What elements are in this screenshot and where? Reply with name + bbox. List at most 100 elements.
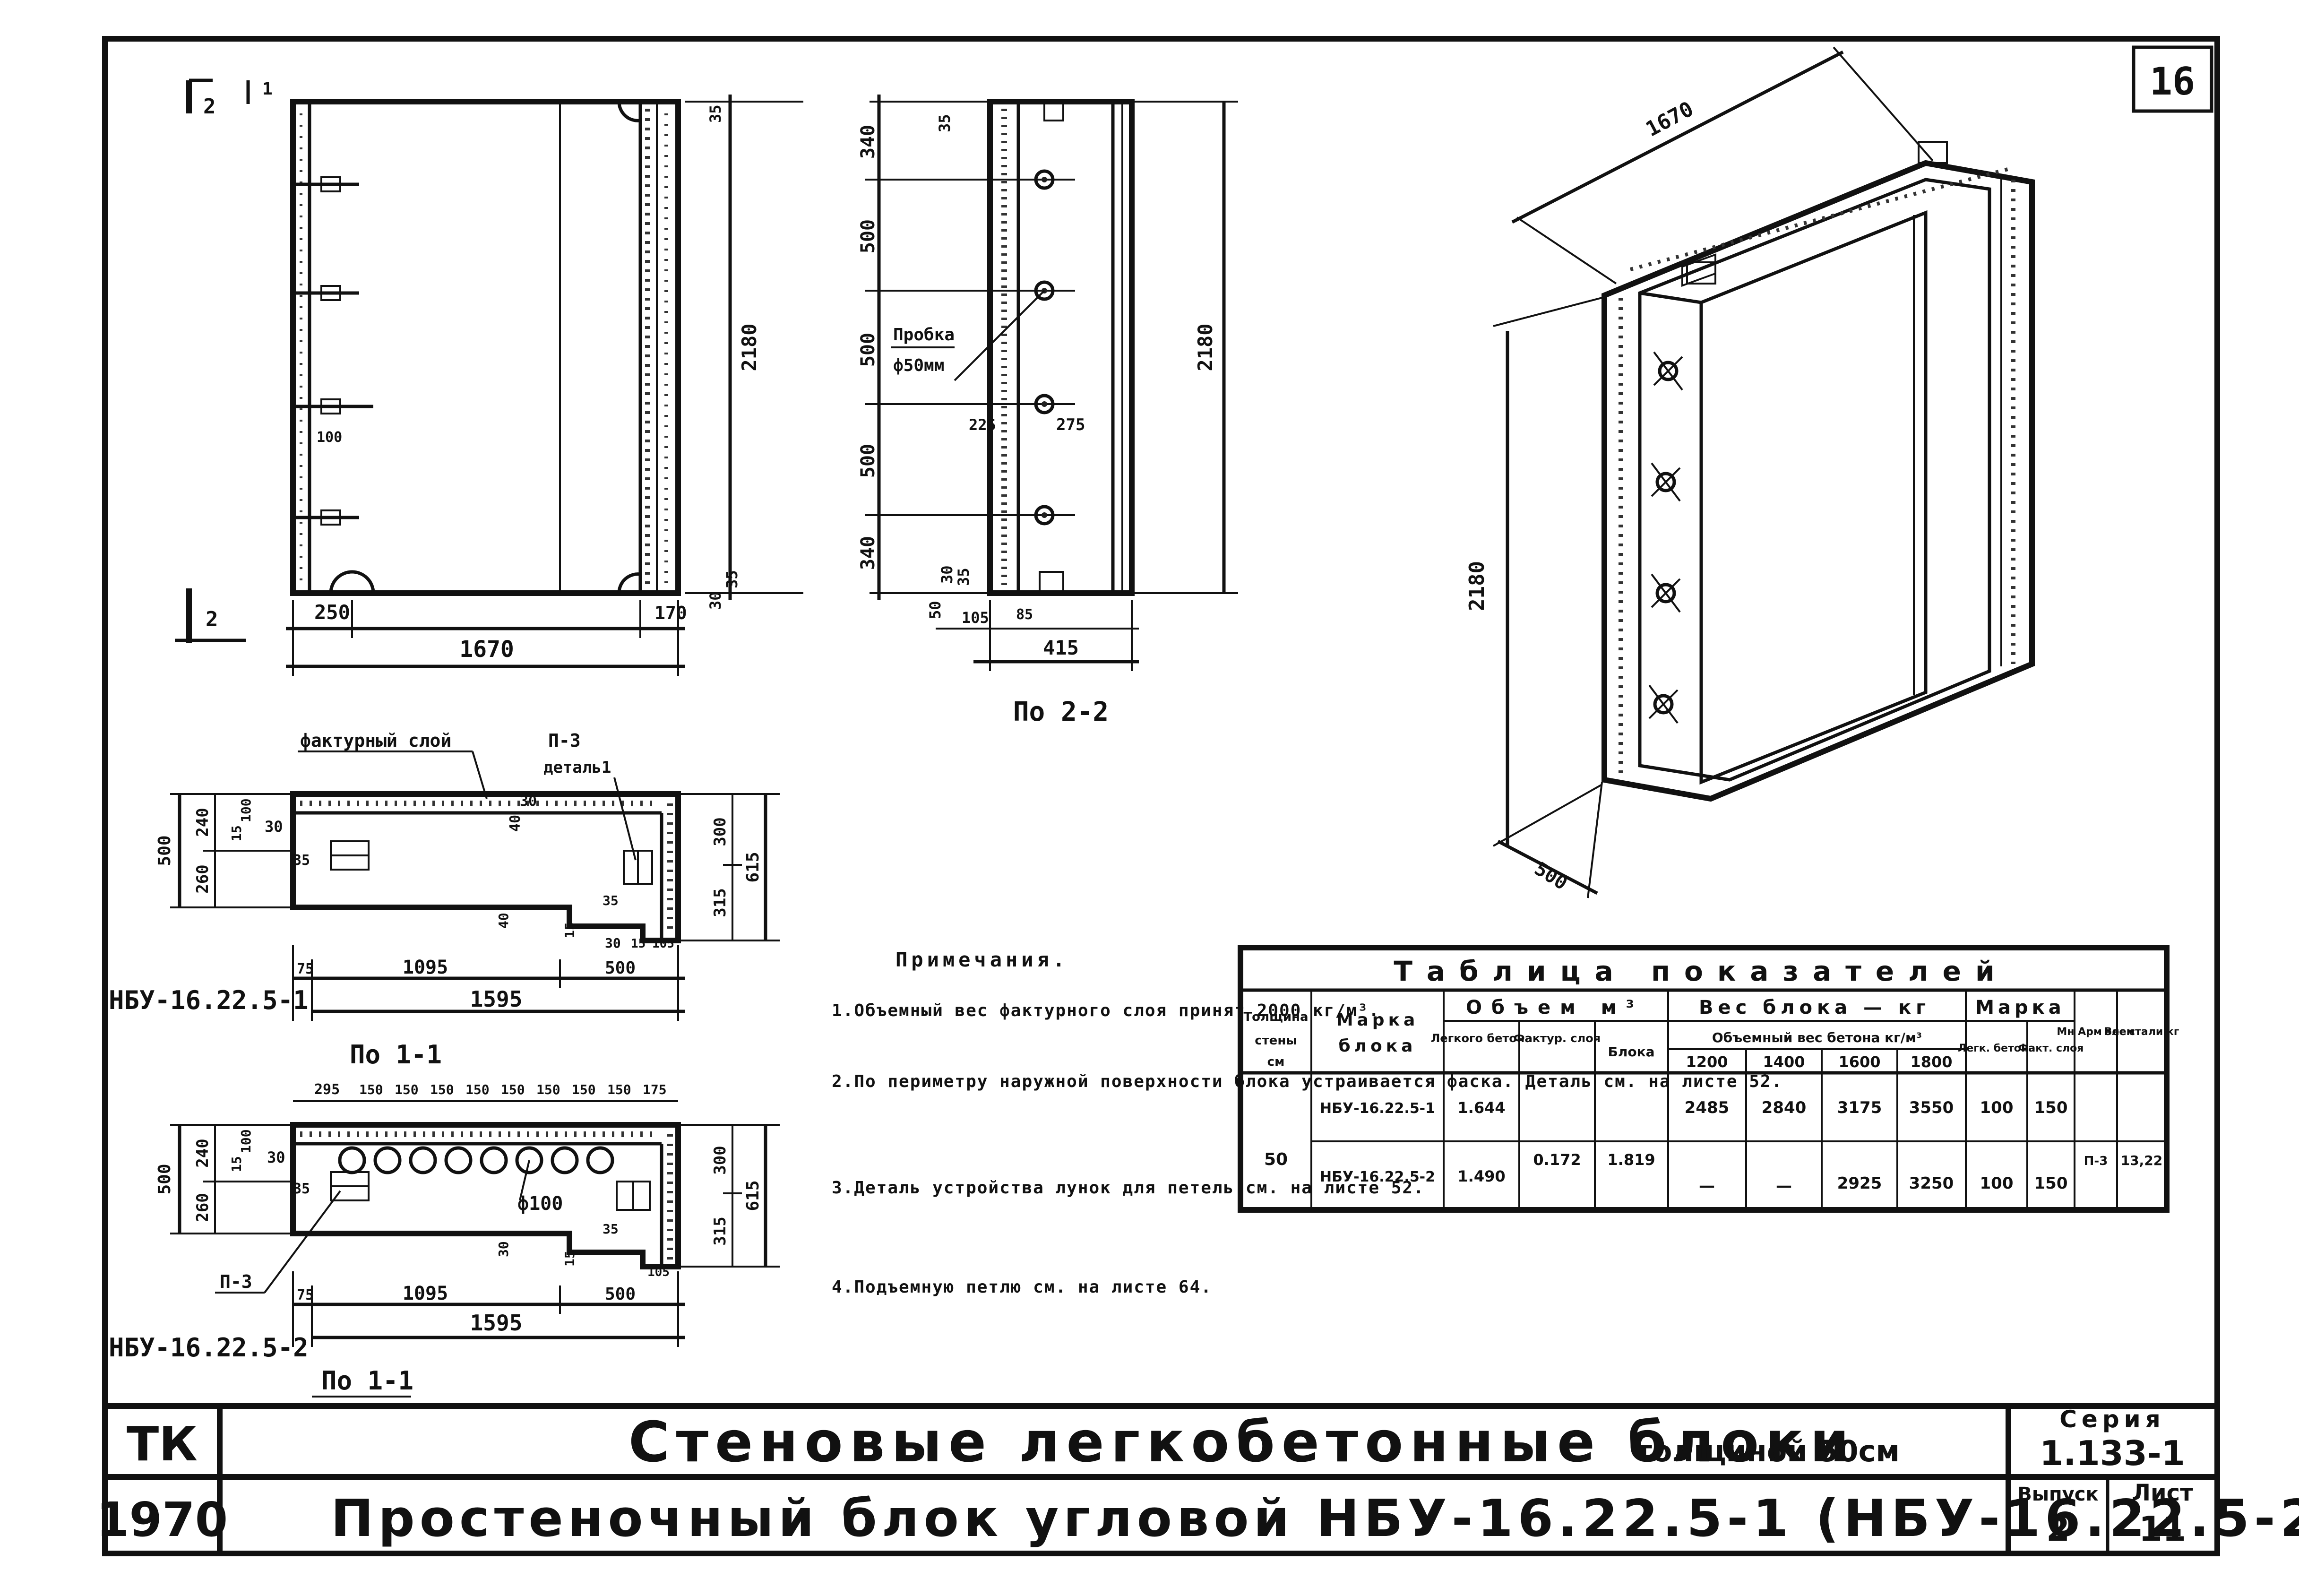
dim-label: 30 [267,1148,285,1166]
dim-label: 75 [297,1287,314,1303]
dim-label: 105 [652,937,674,951]
dim-label: 35 [603,1221,619,1237]
dim-label: 15 [229,825,244,841]
notes-heading: Примечания. [895,948,1068,971]
section-mark: 2 [203,95,216,119]
series-value: 1.133-1 [2040,1433,2185,1473]
dim-label: 50 [926,601,944,619]
table-header: см [1267,1055,1285,1069]
plan-mark: НБУ-16.22.5-2 [109,1333,309,1363]
table-cell: НБУ-16.22.5-1 [1320,1100,1435,1117]
table-cell: 2925 [1837,1174,1882,1193]
sheet-frame: 16 [102,36,2220,1556]
dim-label: 150 [395,1082,419,1097]
table-header: Толщина [1243,1010,1308,1024]
section-mark: 2 [206,607,218,631]
dim-label: 250 [314,601,350,624]
note-item: 2.По периметру наружной поверхности блок… [832,1072,1782,1091]
section-title: По 2-2 [1013,697,1109,727]
table-cell: 50 [1264,1150,1288,1169]
issue-value: 2 [2046,1509,2070,1549]
section-title: По 1-1 [321,1366,413,1396]
table-header: 1600 [1838,1053,1880,1071]
dim-label: 1095 [403,957,448,978]
dim-label: 105 [647,1265,670,1279]
table-cell: 2840 [1762,1098,1807,1117]
dim-label: 35 [706,104,724,123]
table-header: 1200 [1686,1053,1728,1071]
dim-label: 615 [743,1180,763,1211]
section-2-2-view: 340 500 500 500 340 2180 35 30 35 50 105… [857,95,1238,727]
elevation-anchors [293,176,373,526]
table-cell: 2485 [1685,1098,1730,1117]
table-cell: — [1776,1176,1792,1195]
table-header: Легк. бетона [1958,1043,2035,1054]
dim-label: 30 [938,565,956,584]
table-header: Вес блока — кг [1699,997,1930,1018]
dim-label: 2180 [1194,323,1217,371]
dim-label: 300 [711,817,730,846]
elevation-view: 250 170 1670 2180 35 30 35 100 2 1 2 [175,78,803,676]
plan-mark: НБУ-16.22.5-1 [109,985,309,1015]
dim-label: 225 [969,416,996,434]
dim-label: 2180 [738,323,761,371]
plug-label: ф50мм [893,356,944,375]
elevation-facing-layer [300,109,668,586]
dim-label: 175 [643,1082,667,1097]
table-header: Объемный вес бетона кг/м³ [1712,1030,1922,1045]
dim-label: 85 [1016,606,1033,623]
note-item: 3.Деталь устройства лунок для петель см.… [832,1178,1425,1198]
plug-label: Пробка [893,325,955,345]
table-header: Вес стали кг [2104,1026,2179,1038]
issue-label: Выпуск [2017,1484,2098,1505]
table-header: Марка [1336,1010,1419,1030]
table-cell: 1.819 [1607,1151,1655,1169]
note-item: 1.Объемный вес фактурного слоя принят 20… [832,1001,1380,1020]
callout-label: фактурный слой [300,730,451,751]
table-cell: 1.644 [1457,1099,1505,1117]
void-holes [338,1146,614,1174]
dim-label: 1670 [1642,97,1697,142]
table-cell: НБУ-16.22.5-2 [1320,1169,1435,1185]
dim-label: 150 [501,1082,525,1097]
dim-label: 15 [631,937,646,951]
dim-label: 150 [536,1082,560,1097]
dim-label: 15 [562,922,577,938]
title-main-suffix: толщиной 50см [1635,1434,1900,1468]
dim-label: 500 [155,1164,174,1194]
callout-label: деталь1 [543,758,611,777]
dim-label: 170 [654,603,687,623]
table-header: Легкого бетона [1430,1032,1532,1045]
lifting-recess [617,572,641,594]
table-header: Мн Арм элем [2057,1026,2135,1038]
lifting-recess [329,570,375,594]
dim-label: 150 [572,1082,596,1097]
table-header: Марка [1975,997,2065,1018]
dim-label: 275 [1056,415,1085,434]
dim-label: 415 [1043,636,1079,659]
table-header: Блока [1608,1044,1655,1060]
table-cell: 1.490 [1457,1167,1505,1185]
table-cell: П-3 [2084,1154,2108,1168]
dim-label: 500 [1531,858,1571,894]
notes-block: Примечания. 1.Объемный вес фактурного сл… [832,948,1782,1297]
dim-label: 260 [193,1193,212,1222]
table-cell: 150 [2034,1174,2068,1193]
dim-label: 500 [857,333,879,367]
dim-label: 150 [465,1082,490,1097]
dim-label: 300 [711,1146,730,1174]
dim-label: 1595 [470,1310,523,1336]
dim-label: 40 [507,815,524,832]
dim-label: 35 [723,570,741,588]
isometric-view: 1670 2180 500 [1465,46,2035,898]
title-year: 1970 [96,1492,228,1547]
dim-label: 30 [605,935,621,951]
dim-label: 105 [962,609,989,627]
plan-2-view: ф100 П-3 295 150 150 150 150 150 150 150… [109,1081,780,1398]
dim-label: 295 [314,1081,340,1098]
table-cell: 100 [1980,1098,2014,1117]
dim-label: 30 [706,591,724,610]
dim-label: 100 [238,798,254,822]
dim-label: 500 [857,444,879,478]
dim-label: 315 [711,1216,730,1245]
